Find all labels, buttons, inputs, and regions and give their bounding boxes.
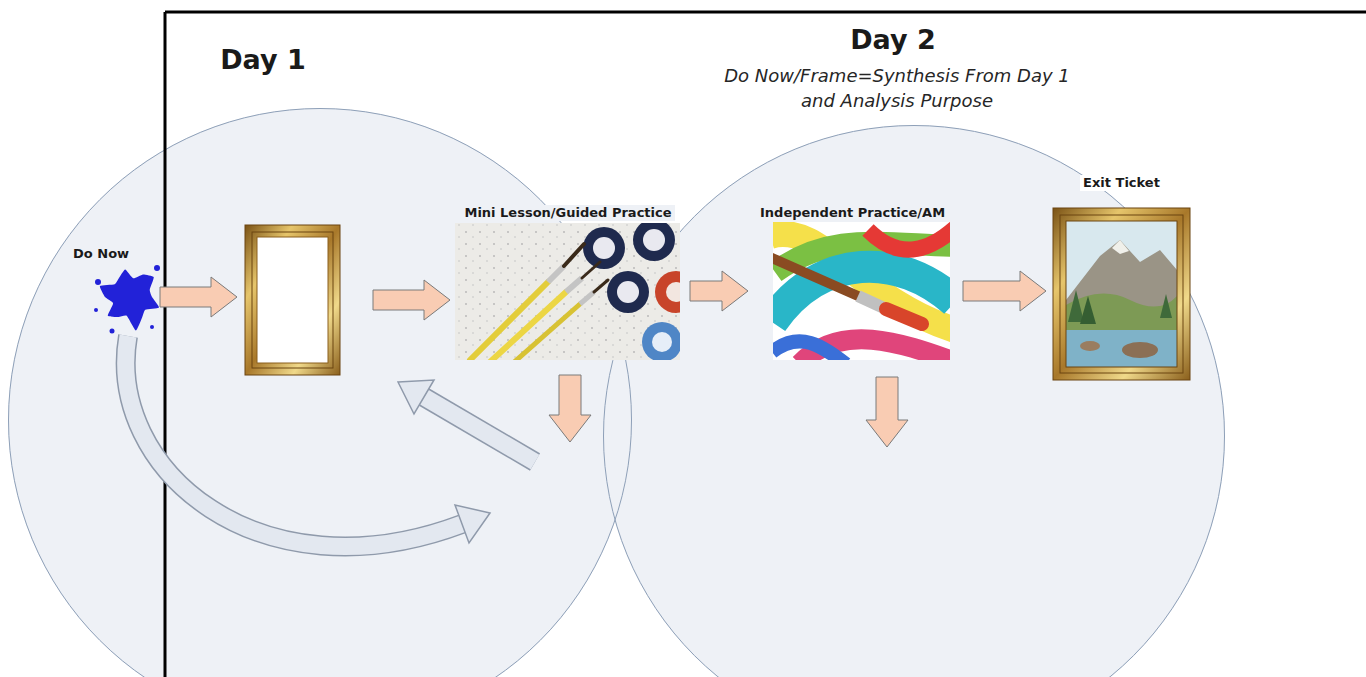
day-heading: Day 1 bbox=[220, 44, 306, 76]
day-circle-fill bbox=[8, 108, 632, 677]
paint-splat bbox=[94, 265, 160, 334]
text-holder: Do Now/Frame=Synthesis From Day 1 and An… bbox=[717, 63, 1077, 113]
splat-drop bbox=[94, 308, 98, 312]
independent-practice-step: Independent Practice/AM bbox=[752, 200, 957, 362]
exit-ticket-step: Exit Ticket bbox=[1050, 172, 1193, 382]
text-holder: Do Now bbox=[66, 243, 166, 262]
day-circle: Day 1Do NowMini Lesson/Guided Practice bbox=[8, 108, 632, 677]
text-holder: Exit Ticket bbox=[1050, 172, 1193, 191]
brush-painting-picture bbox=[773, 222, 950, 360]
step-label: Exit Ticket bbox=[1080, 175, 1163, 191]
day-circle-fill bbox=[603, 125, 1225, 677]
step-label: Do Now bbox=[70, 246, 132, 262]
text-holder: Independent Practice/AM bbox=[752, 202, 957, 221]
splat-shape bbox=[100, 269, 159, 330]
feedback-arrows bbox=[126, 336, 535, 547]
border-line bbox=[165, 11, 1366, 14]
step-label: Independent Practice/AM bbox=[757, 205, 948, 221]
splat-drop bbox=[110, 329, 115, 334]
block-arrows bbox=[160, 277, 908, 447]
border-line bbox=[164, 12, 167, 677]
circle-outline bbox=[8, 108, 632, 677]
splat-drop bbox=[150, 325, 154, 329]
step-label: Mini Lesson/Guided Practice bbox=[461, 205, 674, 221]
day-circle: Day 2Do Now/Frame=Synthesis From Day 1 a… bbox=[603, 125, 1225, 677]
circle-outline bbox=[604, 126, 1225, 677]
do-now-step: Do Now bbox=[66, 238, 166, 330]
paint-by-number-picture bbox=[455, 223, 680, 360]
empty-frame bbox=[245, 225, 340, 375]
block-arrow bbox=[963, 271, 1046, 311]
text-holder: Day 1 bbox=[220, 44, 306, 76]
splat-drop bbox=[95, 279, 101, 285]
mini-lesson-step: Mini Lesson/Guided Practice bbox=[452, 200, 684, 362]
day-heading: Day 2 bbox=[850, 24, 936, 56]
landscape-frame bbox=[1053, 208, 1190, 380]
block-arrow bbox=[690, 271, 748, 311]
text-holder: Day 2 bbox=[850, 24, 936, 56]
splat-drop bbox=[154, 265, 160, 271]
day-subtitle: Do Now/Frame=Synthesis From Day 1 and An… bbox=[717, 63, 1077, 113]
circle-outline bbox=[9, 109, 632, 677]
text-holder: Mini Lesson/Guided Practice bbox=[452, 202, 684, 221]
